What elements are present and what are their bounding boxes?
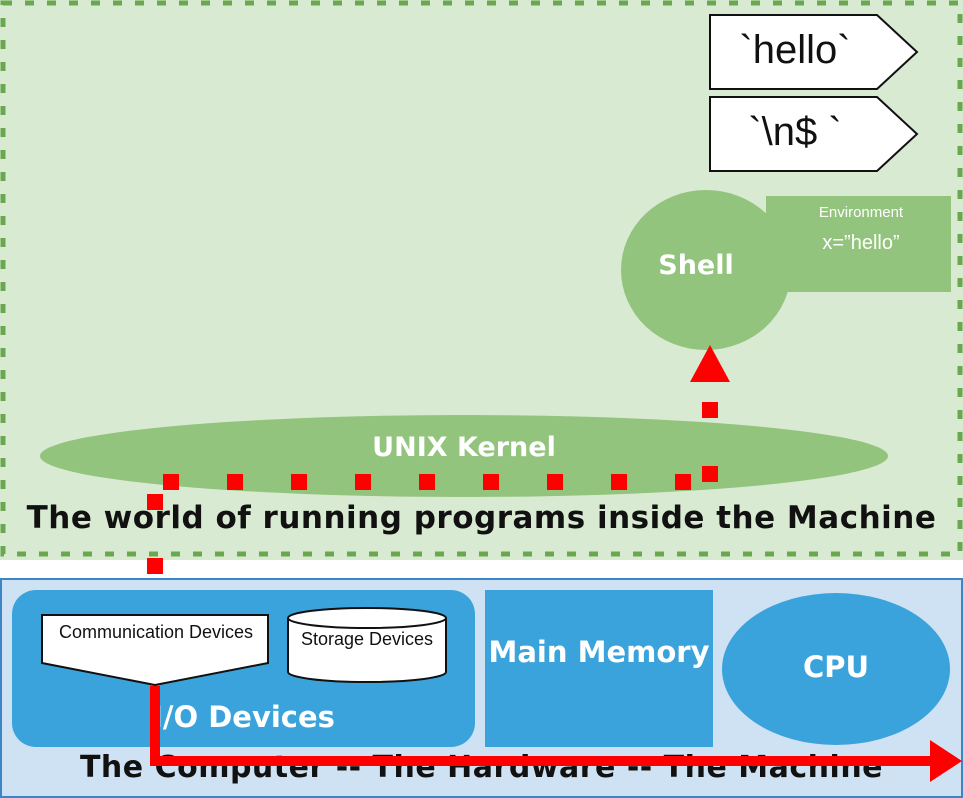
environment-value: x=”hello”	[822, 232, 900, 254]
running-programs-region-border	[0, 0, 963, 557]
machine-caption: The Computer -- The Hardware -- The Mach…	[79, 750, 884, 785]
cpu-label: CPU	[802, 650, 870, 684]
storage-devices-shape	[287, 607, 447, 683]
prompt-tag-label: `\n$ `	[748, 110, 842, 154]
main-memory-label: Main Memory	[488, 635, 710, 669]
shell-label: Shell	[658, 250, 734, 281]
communication-devices-label: Communication Devices	[58, 622, 254, 642]
unix-kernel-label: UNIX Kernel	[372, 432, 556, 463]
hello-tag-label: `hello`	[739, 28, 851, 72]
running-programs-caption: The world of running programs inside the…	[26, 500, 937, 536]
storage-devices-label: Storage Devices	[300, 629, 434, 649]
communication-devices-shape	[41, 614, 269, 687]
environment-title: Environment	[818, 204, 904, 221]
environment-box	[766, 196, 951, 292]
io-devices-label: I/O Devices	[152, 700, 335, 734]
shell-node	[621, 190, 791, 350]
hello-tag-shape	[709, 14, 919, 90]
prompt-tag-shape	[709, 96, 919, 172]
